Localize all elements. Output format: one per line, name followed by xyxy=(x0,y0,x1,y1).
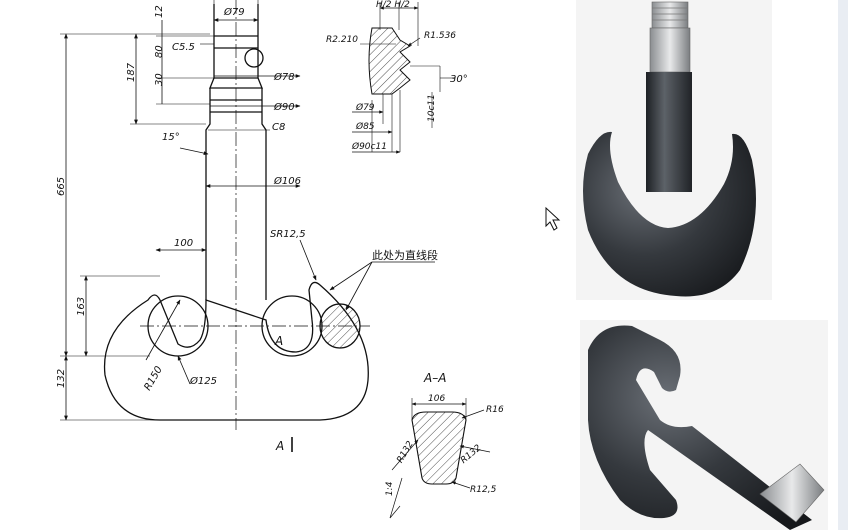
dim-d78: Ø78 xyxy=(273,71,295,83)
thread-r1536: R1.536 xyxy=(424,31,456,41)
dim-d79: Ø79 xyxy=(223,6,245,18)
thread-pitch: H/2 H/2 xyxy=(376,0,410,10)
dim-d90: Ø90 xyxy=(273,101,295,113)
dim-sr125: SR12,5 xyxy=(270,229,306,240)
section-marker-a: A xyxy=(274,334,283,348)
dim-h12: 12 xyxy=(154,5,165,18)
dim-h80: 80 xyxy=(154,45,165,58)
dim-h132: 132 xyxy=(56,369,67,388)
shank-top xyxy=(213,4,259,79)
thread-ang30: 30° xyxy=(450,74,468,85)
thread-d79: Ø79 xyxy=(355,102,375,113)
section-aa xyxy=(389,398,491,519)
section-r132-left: R132 xyxy=(395,439,416,465)
dim-h30: 30 xyxy=(154,73,165,86)
section-title: A–A xyxy=(423,371,446,385)
note-straight-segment: 此处为直线段 xyxy=(372,248,438,262)
thread-profile xyxy=(368,27,411,95)
thread-tol: 10c11 xyxy=(427,94,437,122)
dim-w100: 100 xyxy=(174,238,193,249)
hook-render-angled xyxy=(580,320,828,530)
thread-d90c11: Ø90c11 xyxy=(351,141,387,152)
mouse-cursor-icon xyxy=(545,206,561,231)
dim-c55: C5.5 xyxy=(172,42,195,53)
thread-detail-labels: H/2 H/2 R2.210 R1.536 30° Ø79 Ø85 Ø90c11… xyxy=(326,0,468,152)
dim-d106: Ø106 xyxy=(273,175,301,187)
hook-render-front xyxy=(576,0,772,300)
cross-hole xyxy=(244,48,264,68)
dim-angle15: 15° xyxy=(162,132,180,143)
window-edge xyxy=(838,0,848,530)
section-w106: 106 xyxy=(428,394,445,404)
main-view xyxy=(60,0,435,452)
thread-d85: Ø85 xyxy=(355,121,375,132)
section-r16: R16 xyxy=(486,405,504,415)
thread-r2210: R2.210 xyxy=(326,35,358,45)
dim-d125: Ø125 xyxy=(189,375,217,387)
dim-h665: 665 xyxy=(56,177,67,196)
dim-r150: R150 xyxy=(142,365,165,393)
thread-detail xyxy=(352,2,456,154)
section-profile xyxy=(411,411,467,485)
hatched-section xyxy=(319,303,361,349)
dim-h187: 187 xyxy=(126,62,137,82)
section-cut-a: A xyxy=(275,439,284,453)
dim-c8: C8 xyxy=(272,122,285,133)
hook-outline xyxy=(103,281,369,421)
section-slope: 1:4 xyxy=(385,481,395,496)
section-r125: R12,5 xyxy=(470,485,497,495)
dim-h163: 163 xyxy=(76,297,87,316)
